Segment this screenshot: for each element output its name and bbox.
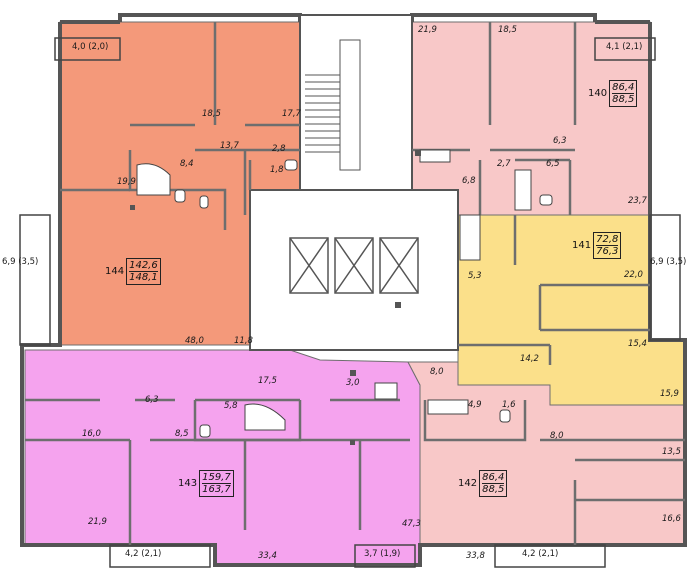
- apartment-143-label: 143 159,7 163,7: [178, 470, 234, 497]
- room-area-label: 17,7: [282, 109, 301, 119]
- room-area-label: 13,7: [220, 141, 239, 151]
- building-core: [249, 14, 459, 351]
- room-area-label: 3,0: [346, 378, 360, 388]
- balcony-label: 6,9 (3,5): [2, 257, 39, 267]
- apartment-area-total: 72,8: [596, 234, 619, 246]
- room-area-label: 33,8: [466, 551, 485, 561]
- room-area-label: 22,0: [624, 270, 643, 280]
- room-area-label: 13,5: [662, 447, 681, 457]
- room-area-label: 5,8: [224, 401, 238, 411]
- apartment-144-label: 144 142,6 148,1: [105, 258, 161, 285]
- room-area-label: 6,8: [462, 176, 476, 186]
- apartment-number: 141: [572, 240, 592, 251]
- room-area-label: 16,0: [82, 429, 101, 439]
- room-area-label: 23,7: [628, 196, 647, 206]
- bathroom-fixtures: [136, 149, 553, 438]
- room-area-label: 33,4: [258, 551, 277, 561]
- room-area-label: 16,6: [662, 514, 681, 524]
- room-area-label: 15,9: [660, 389, 679, 399]
- stair-flights: [305, 39, 361, 171]
- room-area-label: 15,4: [628, 339, 647, 349]
- room-area-label: 21,9: [88, 517, 107, 527]
- apartment-area-total: 142,6: [129, 260, 158, 272]
- room-area-label: 8,5: [175, 429, 189, 439]
- apartment-number: 142: [458, 478, 478, 489]
- apartment-area-total: 86,4: [612, 82, 635, 94]
- apartment-number: 143: [178, 478, 198, 489]
- room-area-label: 1,8: [270, 165, 284, 175]
- room-area-label: 6,5: [546, 159, 560, 169]
- apartment-140-label: 140 86,4 88,5: [588, 80, 638, 107]
- room-area-label: 8,0: [550, 431, 564, 441]
- elevators: [289, 237, 419, 294]
- room-area-label: 47,3: [402, 519, 421, 529]
- apartment-number: 140: [588, 88, 608, 99]
- apartment-number: 144: [105, 266, 125, 277]
- apartment-area-full: 76,3: [596, 246, 619, 257]
- room-area-label: 6,3: [145, 395, 159, 405]
- room-area-label: 2,8: [272, 144, 286, 154]
- room-area-label: 1,6: [502, 400, 516, 410]
- door-marks: [130, 150, 421, 445]
- room-area-label: 18,5: [498, 25, 517, 35]
- apartment-area-total: 159,7: [202, 472, 231, 484]
- room-area-label: 6,3: [553, 136, 567, 146]
- apartment-area-total: 86,4: [482, 472, 505, 484]
- room-area-label: 8,4: [180, 159, 194, 169]
- balcony-label: 4,2 (2,1): [125, 549, 162, 559]
- room-area-label: 14,2: [520, 354, 539, 364]
- room-area-label: 21,9: [418, 25, 437, 35]
- apartment-area-full: 148,1: [129, 272, 158, 283]
- balcony-label: 4,1 (2,1): [606, 42, 643, 52]
- apartment-area-full: 88,5: [482, 484, 505, 495]
- room-area-label: 8,0: [430, 367, 444, 377]
- room-area-label: 48,0: [185, 336, 204, 346]
- room-area-label: 19,9: [117, 177, 136, 187]
- room-area-label: 5,3: [468, 271, 482, 281]
- balconies: [19, 37, 681, 568]
- apartment-area-full: 88,5: [612, 94, 635, 105]
- interior-walls: [25, 22, 685, 545]
- balcony-label: 6,9 (3,5): [650, 257, 687, 267]
- balcony-label: 4,2 (2,1): [522, 549, 559, 559]
- room-area-label: 4,9: [468, 400, 482, 410]
- apartment-area-full: 163,7: [202, 484, 231, 495]
- room-area-label: 17,5: [258, 376, 277, 386]
- room-area-label: 18,5: [202, 109, 221, 119]
- balcony-label: 4,0 (2,0): [72, 42, 109, 52]
- apartment-142-label: 142 86,4 88,5: [458, 470, 508, 497]
- apartment-141-label: 141 72,8 76,3: [572, 232, 622, 259]
- room-area-label: 11,8: [234, 336, 253, 346]
- room-area-label: 2,7: [497, 159, 511, 169]
- balcony-label: 3,7 (1,9): [364, 549, 401, 559]
